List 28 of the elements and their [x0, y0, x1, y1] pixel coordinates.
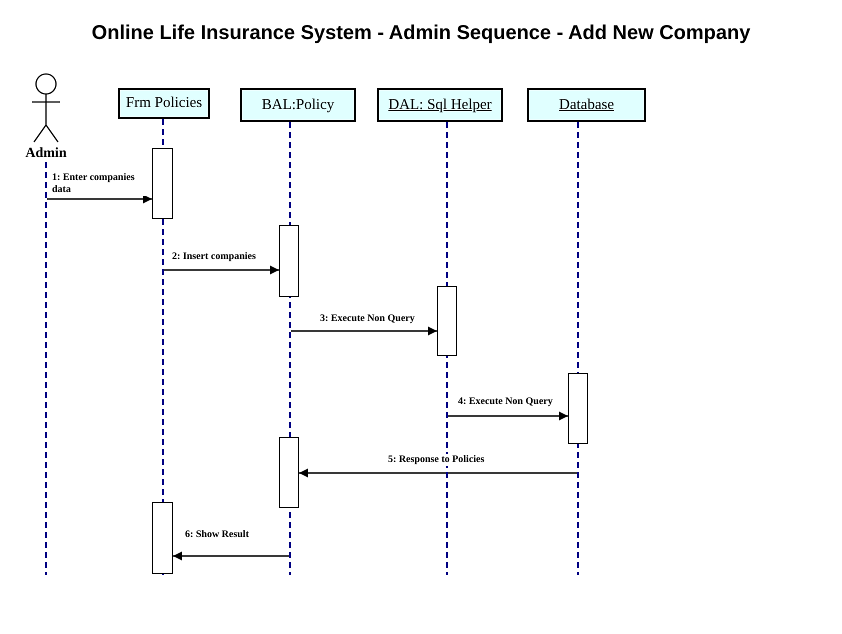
activation-bar	[279, 225, 299, 297]
message-label: 5: Response to Policies	[388, 454, 484, 466]
lifeline-name: BAL:Policy	[262, 96, 334, 114]
message-arrow	[448, 412, 568, 420]
message-label: 4: Execute Non Query	[458, 396, 553, 408]
lifeline-head	[118, 88, 210, 119]
message-label: 3: Execute Non Query	[320, 313, 415, 325]
message-arrow	[164, 266, 279, 274]
message-arrow	[291, 326, 437, 336]
lifeline-head	[377, 88, 503, 122]
lifeline-name: Database	[559, 96, 614, 114]
diagram-title: Online Life Insurance System - Admin Sequence - Add New Company	[90, 22, 752, 45]
message-label: 1: Enter companies data	[52, 172, 148, 196]
activation-bar	[152, 502, 173, 574]
actor-name: Admin	[24, 146, 68, 162]
message-arrow	[47, 194, 152, 204]
message-label: 2: Insert companies	[172, 251, 256, 263]
message-arrow	[173, 552, 289, 560]
lifeline-name: Frm Policies	[126, 95, 202, 112]
activation-bar	[279, 437, 299, 508]
lifeline-head	[240, 88, 356, 122]
activation-bar	[152, 148, 173, 219]
activation-bar	[437, 286, 457, 356]
message-arrow	[299, 468, 577, 478]
lifeline-head	[527, 88, 646, 122]
activation-bar	[568, 373, 588, 444]
lifeline	[45, 162, 47, 575]
lifeline-name: DAL: Sql Helper	[388, 96, 492, 114]
